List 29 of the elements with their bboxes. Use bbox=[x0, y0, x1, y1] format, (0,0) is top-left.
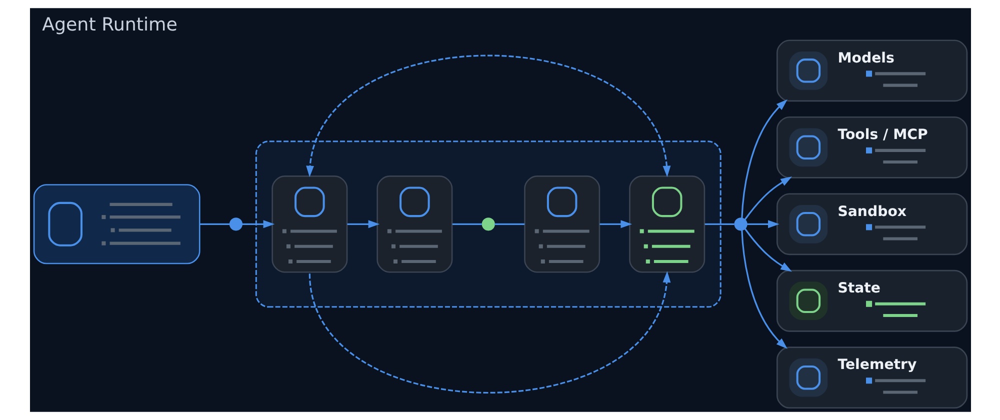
arrow bbox=[242, 220, 274, 228]
diagram-title: Agent Runtime bbox=[42, 14, 177, 36]
node-circle bbox=[228, 218, 242, 231]
node-box: State bbox=[776, 270, 968, 332]
arrow bbox=[599, 220, 632, 228]
node-circle bbox=[734, 218, 747, 231]
node-box bbox=[271, 176, 348, 273]
node-circle bbox=[481, 218, 494, 231]
arrow bbox=[744, 176, 792, 220]
arrow bbox=[746, 220, 779, 228]
arrow bbox=[306, 54, 670, 178]
cluster bbox=[254, 140, 721, 308]
connector bbox=[704, 223, 734, 225]
node-box: Sandbox bbox=[776, 193, 968, 256]
arrow bbox=[744, 228, 792, 272]
node-box bbox=[628, 176, 705, 273]
node-box bbox=[524, 176, 600, 273]
connector bbox=[494, 223, 524, 225]
node-box bbox=[32, 184, 200, 264]
connector bbox=[452, 223, 482, 225]
arrow bbox=[740, 230, 787, 349]
node-box: Telemetry bbox=[776, 346, 968, 409]
arrow bbox=[740, 99, 787, 218]
node-box bbox=[376, 176, 452, 273]
connector bbox=[199, 223, 229, 225]
node-box: Models bbox=[776, 40, 968, 102]
node-box: Tools / MCP bbox=[776, 116, 968, 178]
arrow bbox=[346, 220, 380, 228]
arrow bbox=[308, 271, 670, 394]
